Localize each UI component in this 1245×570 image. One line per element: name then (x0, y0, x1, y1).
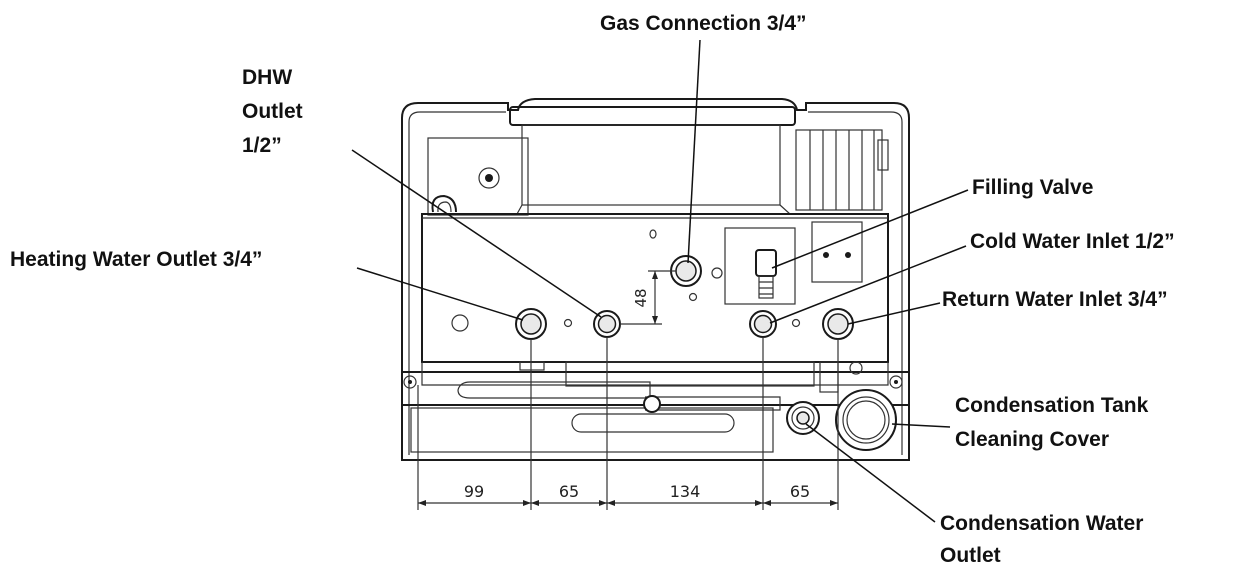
label-filling-valve: Filling Valve (972, 176, 1093, 199)
label-cold-water-inlet: Cold Water Inlet 1/2” (970, 230, 1175, 253)
label-condensation-water-line1: Condensation Water (940, 512, 1143, 535)
condensation-tank-cleaning-cover (835, 389, 897, 451)
label-condensation-water-line2: Outlet (940, 544, 1001, 567)
dimension-65-left: 65 (559, 482, 579, 501)
label-dhw-outlet-line1: DHW (242, 66, 292, 89)
leader-lines (351, 39, 969, 523)
label-heating-water-outlet: Heating Water Outlet 3/4” (10, 248, 262, 271)
dimension-99: 99 (464, 482, 484, 501)
dimension-134: 134 (670, 482, 701, 501)
dimension-48: 48 (632, 288, 650, 307)
cold-water-inlet-connection (749, 310, 777, 338)
label-return-water-inlet: Return Water Inlet 3/4” (942, 288, 1168, 311)
dimension-65-right: 65 (790, 482, 810, 501)
label-condensation-tank-line1: Condensation Tank (955, 394, 1149, 417)
label-dhw-outlet-line2: Outlet (242, 100, 303, 123)
label-gas-connection: Gas Connection 3/4” (600, 12, 807, 35)
heating-water-outlet-connection (515, 308, 547, 340)
label-dhw-outlet-line3: 1/2” (242, 134, 282, 157)
label-condensation-tank-line2: Cleaning Cover (955, 428, 1109, 451)
condensation-water-outlet-connection (786, 401, 820, 435)
filling-valve (755, 249, 777, 299)
dimension-lines (417, 270, 839, 510)
